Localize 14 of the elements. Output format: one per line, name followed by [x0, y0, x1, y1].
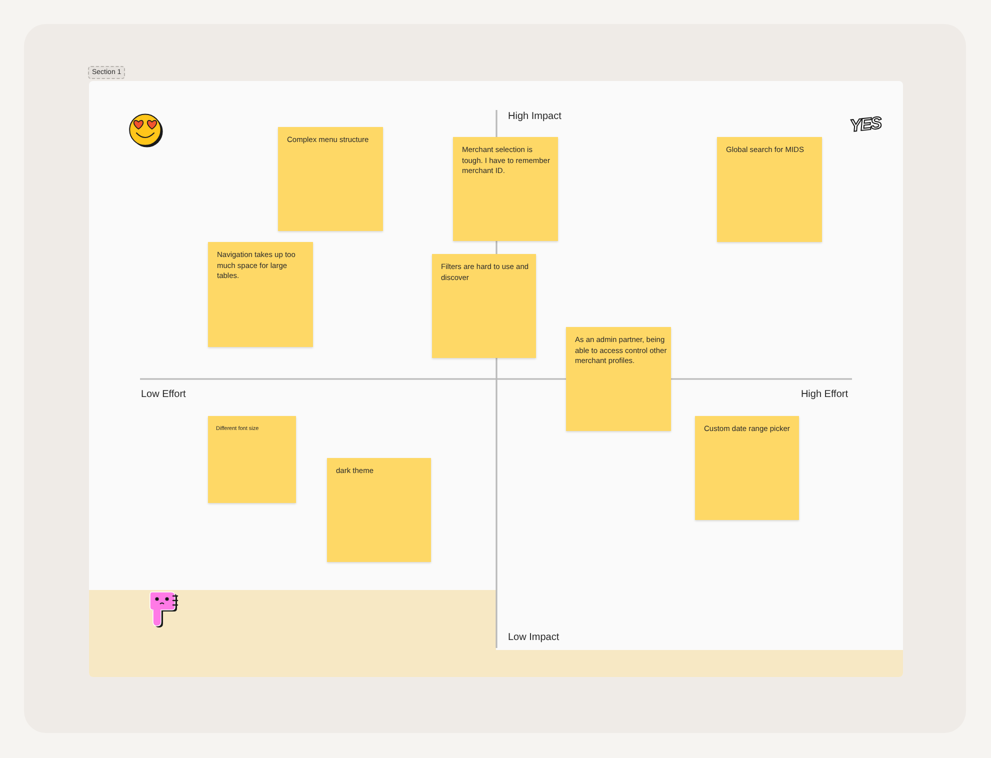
axis-label: Low Impact [508, 632, 560, 644]
axis-label: High Impact [508, 111, 562, 123]
axis-label: Low Effort [141, 389, 186, 401]
sticky-note [208, 416, 296, 503]
axis-label: High Effort [800, 389, 848, 401]
sticky-note [327, 458, 431, 562]
sticky-note [717, 137, 822, 242]
sticky-note [208, 242, 313, 347]
sticker-lettering: YES [849, 113, 882, 137]
sticky-note [278, 127, 383, 231]
sticky-note [432, 254, 536, 358]
sticky-note [453, 137, 558, 241]
sticky-note [566, 327, 671, 431]
sticky-note [695, 416, 799, 520]
